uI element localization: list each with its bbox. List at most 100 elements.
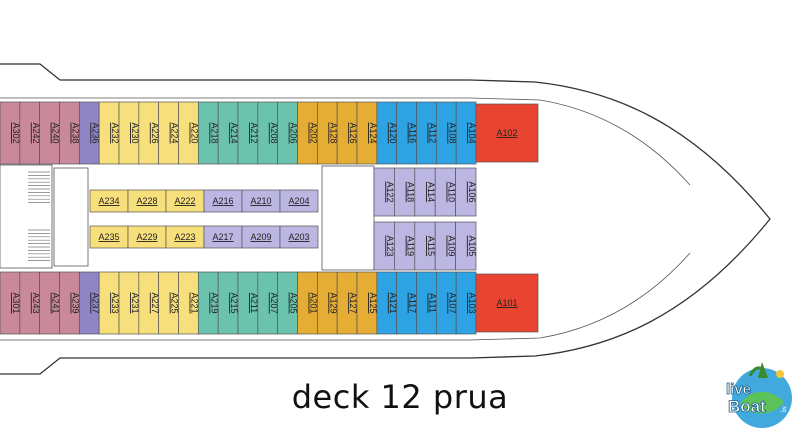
cabin-a205[interactable]: A205 xyxy=(277,271,299,335)
cabin-a106[interactable]: A106 xyxy=(455,167,477,217)
cabin-a222[interactable]: A222 xyxy=(165,189,205,213)
cabin-label: A125 xyxy=(368,292,378,313)
cabin-a215[interactable]: A215 xyxy=(217,271,239,335)
cabin-a212[interactable]: A212 xyxy=(237,101,259,165)
cabin-a202[interactable]: A202 xyxy=(297,101,319,165)
cabin-a112[interactable]: A112 xyxy=(416,101,438,165)
cabin-a226[interactable]: A226 xyxy=(138,101,160,165)
cabin-a119[interactable]: A119 xyxy=(394,221,416,271)
cabin-a230[interactable]: A230 xyxy=(118,101,140,165)
cabin-a101[interactable]: A101 xyxy=(475,273,539,333)
cabin-a103[interactable]: A103 xyxy=(455,271,477,335)
cabin-a241[interactable]: A241 xyxy=(39,271,61,335)
cabin-a220[interactable]: A220 xyxy=(178,101,200,165)
cabin-a108[interactable]: A108 xyxy=(435,101,457,165)
cabin-a120[interactable]: A120 xyxy=(376,101,398,165)
cabin-a121[interactable]: A121 xyxy=(376,271,398,335)
cabin-label: A225 xyxy=(170,292,180,313)
cabin-label: A235 xyxy=(98,232,119,242)
cabin-label: A217 xyxy=(212,232,233,242)
cabin-a302[interactable]: A302 xyxy=(0,101,21,165)
cabin-a232[interactable]: A232 xyxy=(98,101,120,165)
cabin-box xyxy=(475,103,539,163)
cabin-label: A232 xyxy=(110,122,120,143)
svg-text:live: live xyxy=(726,381,751,398)
cabin-a224[interactable]: A224 xyxy=(158,101,180,165)
cabin-a234[interactable]: A234 xyxy=(89,189,129,213)
cabin-a124[interactable]: A124 xyxy=(356,101,378,165)
cabin-a116[interactable]: A116 xyxy=(396,101,418,165)
cabin-a128[interactable]: A128 xyxy=(316,101,338,165)
cabin-a109[interactable]: A109 xyxy=(434,221,456,271)
stairs-bottom xyxy=(28,229,50,261)
cabin-a211[interactable]: A211 xyxy=(237,271,259,335)
cabin-a209[interactable]: A209 xyxy=(241,225,281,249)
cabin-box xyxy=(455,221,477,271)
cabin-a227[interactable]: A227 xyxy=(138,271,160,335)
cabin-label: A202 xyxy=(308,122,318,143)
cabin-a210[interactable]: A210 xyxy=(241,189,281,213)
cabin-a229[interactable]: A229 xyxy=(127,225,167,249)
cabin-a107[interactable]: A107 xyxy=(435,271,457,335)
cabin-a125[interactable]: A125 xyxy=(356,271,378,335)
forward-void xyxy=(321,165,375,271)
cabin-a111[interactable]: A111 xyxy=(416,271,438,335)
cabin-a235[interactable]: A235 xyxy=(89,225,129,249)
cabin-a214[interactable]: A214 xyxy=(217,101,239,165)
cabin-a127[interactable]: A127 xyxy=(336,271,358,335)
cabin-label: A236 xyxy=(90,122,100,143)
cabin-a223[interactable]: A223 xyxy=(165,225,205,249)
cabin-label: A103 xyxy=(467,292,477,313)
cabin-a204[interactable]: A204 xyxy=(279,189,319,213)
cabin-a218[interactable]: A218 xyxy=(197,101,219,165)
cabin-label: A301 xyxy=(11,292,21,313)
cabin-a243[interactable]: A243 xyxy=(19,271,41,335)
hull-inner-line-lower xyxy=(0,252,691,341)
cabin-a201[interactable]: A201 xyxy=(297,271,319,335)
cabin-a126[interactable]: A126 xyxy=(336,101,358,165)
cabin-a208[interactable]: A208 xyxy=(257,101,279,165)
cabin-label: A220 xyxy=(189,122,199,143)
cabin-a104[interactable]: A104 xyxy=(455,101,477,165)
cabin-a225[interactable]: A225 xyxy=(158,271,180,335)
cabin-a123[interactable]: A123 xyxy=(373,221,395,271)
cabin-label: A124 xyxy=(368,122,378,143)
cabin-a114[interactable]: A114 xyxy=(414,167,436,217)
cabin-a122[interactable]: A122 xyxy=(373,167,395,217)
cabin-label: A110 xyxy=(446,182,456,202)
cabin-a206[interactable]: A206 xyxy=(277,101,299,165)
cabin-a239[interactable]: A239 xyxy=(59,271,81,335)
cabin-label: A104 xyxy=(467,122,477,143)
cabin-a203[interactable]: A203 xyxy=(279,225,319,249)
cabin-a219[interactable]: A219 xyxy=(197,271,219,335)
cabin-label: A242 xyxy=(31,122,41,143)
cabin-a117[interactable]: A117 xyxy=(396,271,418,335)
cabin-a240[interactable]: A240 xyxy=(39,101,61,165)
cabin-label: A228 xyxy=(136,196,157,206)
cabin-a221[interactable]: A221 xyxy=(178,271,200,335)
cabin-a115[interactable]: A115 xyxy=(414,221,436,271)
cabin-a301[interactable]: A301 xyxy=(0,271,21,335)
cabin-a236[interactable]: A236 xyxy=(78,101,100,165)
cabin-a105[interactable]: A105 xyxy=(455,221,477,271)
cabin-a233[interactable]: A233 xyxy=(98,271,120,335)
cabin-a237[interactable]: A237 xyxy=(78,271,100,335)
cabin-label: A109 xyxy=(446,235,456,256)
cabin-a129[interactable]: A129 xyxy=(316,271,338,335)
cabin-a217[interactable]: A217 xyxy=(203,225,243,249)
cabin-a216[interactable]: A216 xyxy=(203,189,243,213)
cabin-a102[interactable]: A102 xyxy=(475,103,539,163)
cabin-a238[interactable]: A238 xyxy=(59,101,81,165)
cabin-a231[interactable]: A231 xyxy=(118,271,140,335)
cabin-label: A203 xyxy=(288,232,309,242)
cabin-label: A227 xyxy=(150,292,160,313)
cabin-box xyxy=(279,189,319,213)
cabin-a228[interactable]: A228 xyxy=(127,189,167,213)
cabin-a207[interactable]: A207 xyxy=(257,271,279,335)
cabin-a118[interactable]: A118 xyxy=(394,167,416,217)
cabin-a242[interactable]: A242 xyxy=(19,101,41,165)
cabin-a110[interactable]: A110 xyxy=(434,167,456,217)
cabin-label: A208 xyxy=(269,122,279,143)
atrium-void xyxy=(53,167,89,267)
cabin-label: A117 xyxy=(408,293,418,313)
